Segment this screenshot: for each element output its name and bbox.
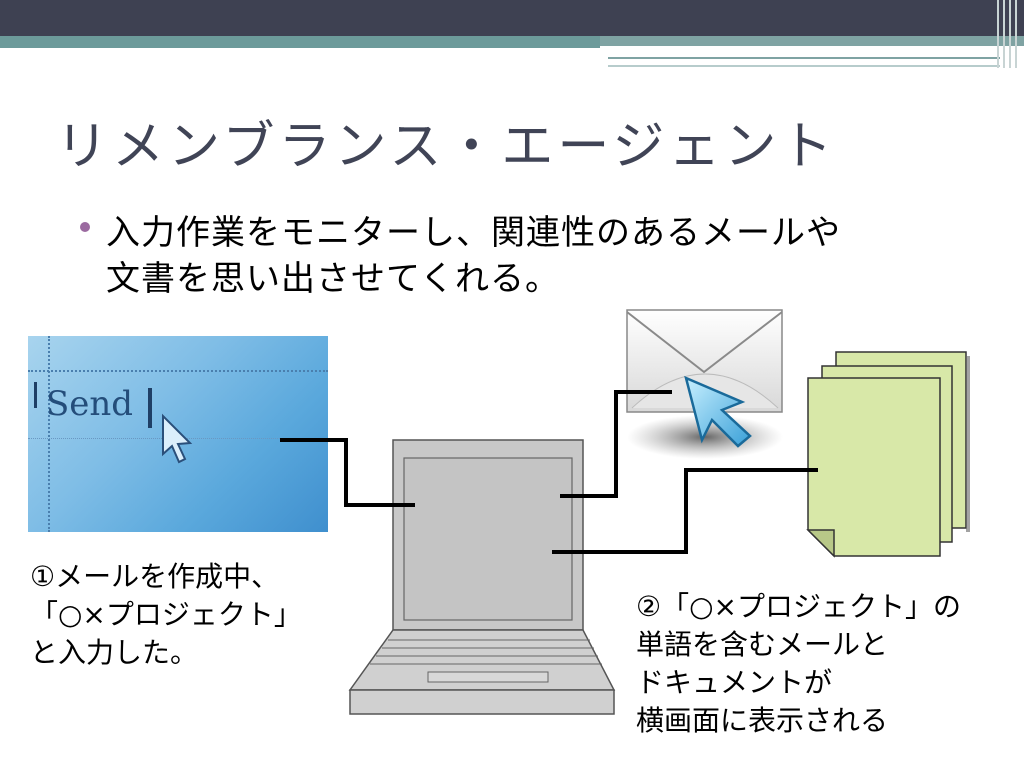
photo-dotted-vertical <box>48 336 50 532</box>
bullet-line-2: 文書を思い出させてくれる。 <box>106 259 560 299</box>
caption-step-2: ②「○×プロジェクト」の 単語を含むメールと ドキュメントが 横画面に表示される <box>636 588 961 740</box>
connector-photo-to-laptop <box>280 438 415 507</box>
caption-2-line-4: 横画面に表示される <box>636 704 889 737</box>
header-teal-bar <box>0 36 600 48</box>
caption-1-line-1: ①メールを作成中、 <box>30 560 280 593</box>
text-caret-icon <box>148 388 152 428</box>
bullet-text: 入力作業をモニターし、関連性のあるメールや 文書を思い出させてくれる。 <box>106 210 986 302</box>
bullet-line-1: 入力作業をモニターし、関連性のあるメールや <box>106 213 841 253</box>
email-envelope-icon <box>626 309 783 459</box>
laptop-icon <box>348 439 616 715</box>
text-caret-left <box>34 382 37 408</box>
caption-2-line-3: ドキュメントが <box>636 666 833 699</box>
document-stack-icon <box>806 351 970 558</box>
caption-1-line-3: と入力した。 <box>30 636 199 669</box>
bullet-dot-icon <box>80 222 90 232</box>
connector-laptop-to-email <box>560 390 672 498</box>
header-dark-bar <box>0 0 1024 36</box>
photo-cursor-layer <box>34 382 193 464</box>
photo-dotted-line <box>28 370 328 372</box>
slide-title: リメンブランス・エージェント <box>56 117 837 177</box>
header-band <box>0 0 1024 48</box>
connector-lines <box>280 390 818 554</box>
send-screenshot-photo: Send <box>28 336 328 532</box>
caption-1-line-2: 「○×プロジェクト」 <box>30 598 302 631</box>
caption-2-line-1: ②「○×プロジェクト」の <box>636 590 961 623</box>
header-teal-bar-right <box>600 36 1024 46</box>
caption-2-line-2: 単語を含むメールと <box>636 628 889 661</box>
mouse-pointer-icon <box>162 413 193 464</box>
photo-typed-text: Send <box>46 384 134 424</box>
connector-laptop-to-documents <box>552 468 818 554</box>
caption-step-1: ①メールを作成中、 「○×プロジェクト」 と入力した。 <box>30 558 302 672</box>
